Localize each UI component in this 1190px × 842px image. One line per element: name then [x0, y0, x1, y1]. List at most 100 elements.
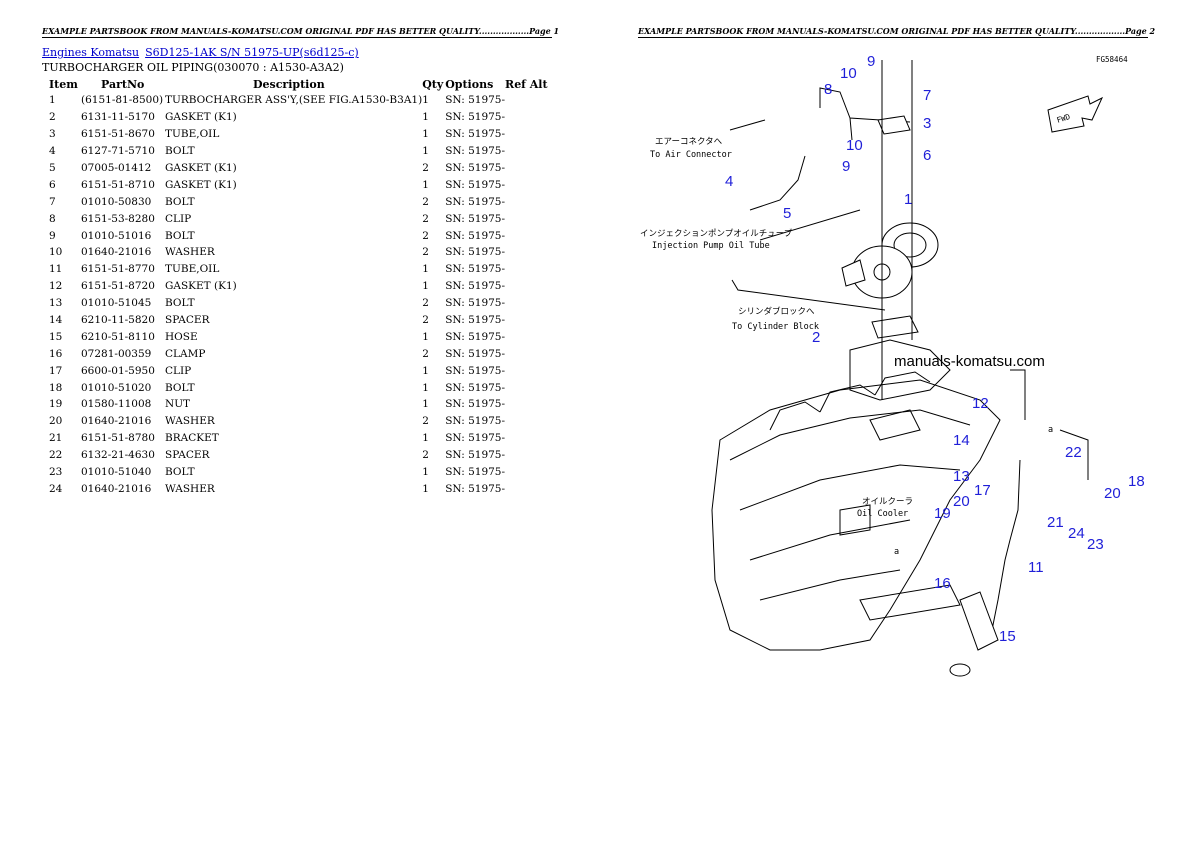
table-row: 1 (6151-81-8500)TURBOCHARGER ASS'Y,(SEE F…	[44, 92, 555, 109]
callout: 7	[923, 87, 931, 104]
cell-options: SN: 51975-	[445, 111, 506, 124]
callout: 9	[842, 158, 850, 175]
cell-ref-alt	[505, 464, 555, 481]
cell-description: TURBOCHARGER ASS'Y,(SEE FIG.A1530-B3A1)	[165, 94, 423, 107]
cell-partno: 6600-01-5950	[81, 364, 155, 377]
cell-options: SN: 51975-	[445, 246, 506, 259]
cell-ref-alt	[505, 379, 555, 396]
cell-qty: 2	[422, 229, 429, 242]
exploded-parts-diagram: FG58464 FWD エアーコネクタへ To Air Connector イン…	[640, 53, 1145, 677]
cell-options: SN: 51975-	[445, 195, 506, 208]
cell-item: 14	[49, 314, 63, 327]
engine-block-drawing	[711, 339, 1001, 651]
callout: 17	[974, 482, 991, 499]
cell-item: 16	[49, 347, 63, 360]
cell-qty: 2	[422, 212, 429, 225]
cell-description: GASKET (K1)	[165, 178, 237, 191]
callout: 15	[999, 628, 1016, 645]
callout: 20	[953, 493, 970, 510]
cell-options: SN: 51975-	[445, 364, 506, 377]
col-partno: PartNo	[101, 78, 145, 91]
cell-qty: 1	[422, 94, 429, 107]
cell-ref-alt	[505, 480, 555, 497]
cell-description: GASKET (K1)	[165, 111, 237, 124]
callout: 20	[1104, 485, 1121, 502]
cell-partno: 01010-51040	[81, 466, 152, 479]
cell-qty: 1	[422, 432, 429, 445]
cell-ref-alt	[505, 160, 555, 177]
cell-options: SN: 51975-	[445, 162, 506, 174]
cell-item: 13	[49, 297, 63, 310]
cell-item: 8	[49, 212, 56, 225]
cell-partno: 6132-21-4630	[81, 449, 155, 462]
cell-item: 6	[49, 178, 56, 191]
turbocharger-drawing	[841, 222, 939, 299]
cell-item: 15	[49, 330, 63, 343]
cell-description: HOSE	[165, 330, 198, 343]
cell-item: 1	[49, 94, 56, 107]
cell-partno: 01010-51020	[81, 381, 152, 394]
cell-options: SN: 51975-	[445, 449, 506, 462]
callouts: 9 10 8 7 3 10 9 6 4 5 1 2 12 14 22 13 17…	[725, 53, 1145, 645]
cell-options: SN: 51975-	[445, 212, 506, 225]
table-header-row: Item PartNo Description Qty Options Ref …	[44, 77, 555, 92]
injection-pump-en: Injection Pump Oil Tube	[652, 241, 770, 251]
cell-options: SN: 51975-	[445, 178, 506, 191]
callout: 24	[1068, 525, 1085, 542]
cell-partno: 6210-51-8110	[81, 330, 155, 343]
cell-ref-alt	[505, 227, 555, 244]
cell-options: SN: 51975-	[445, 128, 506, 141]
cell-options: SN: 51975-	[445, 263, 506, 276]
cell-item: 18	[49, 381, 63, 394]
cell-item: 7	[49, 195, 56, 208]
cell-qty: 2	[422, 297, 429, 310]
cell-item: 4	[49, 145, 56, 158]
cell-options: SN: 51975-	[445, 381, 506, 394]
callout: 10	[846, 137, 863, 154]
breadcrumb-link-model[interactable]: S6D125-1AK S/N 51975-UP(s6d125-c)	[145, 46, 359, 59]
cell-item: 2	[49, 111, 56, 124]
injection-pump-jp: インジェクションポンプオイルチューブ	[640, 228, 793, 239]
cell-description: NUT	[165, 398, 191, 411]
cell-ref-alt	[505, 278, 555, 295]
cell-item: 3	[49, 128, 56, 141]
cell-partno: (6151-81-8500)	[81, 94, 164, 107]
cell-ref-alt	[505, 92, 555, 109]
cell-partno: 6151-51-8780	[81, 432, 155, 445]
cell-partno: 6127-71-5710	[81, 145, 155, 158]
cell-partno: 01640-21016	[81, 482, 152, 495]
cell-description: BOLT	[165, 381, 195, 394]
cell-options: SN: 51975-	[445, 280, 506, 293]
cell-options: SN: 51975-	[445, 482, 506, 495]
callout: 10	[840, 65, 857, 82]
cell-qty: 1	[422, 466, 429, 479]
callout: 13	[953, 468, 970, 485]
callout: 1	[904, 191, 912, 208]
table-row: 2 6131-11-5170 GASKET (K1) 1 SN: 51975-	[44, 109, 555, 126]
cell-description: WASHER	[165, 415, 215, 428]
cell-partno: 6151-51-8710	[81, 178, 155, 191]
cell-item: 20	[49, 415, 63, 428]
cell-qty: 1	[422, 364, 429, 377]
cell-description: TUBE,OIL	[165, 263, 220, 276]
cell-partno: 07281-00359	[81, 347, 152, 360]
cylinder-block-jp: シリンダブロックへ	[738, 306, 815, 317]
cell-qty: 1	[422, 111, 429, 124]
cell-partno: 6151-53-8280	[81, 212, 155, 225]
cell-ref-alt	[505, 362, 555, 379]
page-title: TURBOCHARGER OIL PIPING(030070 : A1530-A…	[42, 61, 344, 74]
callout: 19	[934, 505, 951, 522]
callout: 8	[824, 81, 832, 98]
cell-description: TUBE,OIL	[165, 128, 220, 141]
cell-partno: 6131-11-5170	[81, 111, 155, 124]
parts-table: Item PartNo Description Qty Options Ref …	[44, 77, 555, 497]
breadcrumb-link-engines[interactable]: Engines Komatsu	[42, 46, 140, 59]
